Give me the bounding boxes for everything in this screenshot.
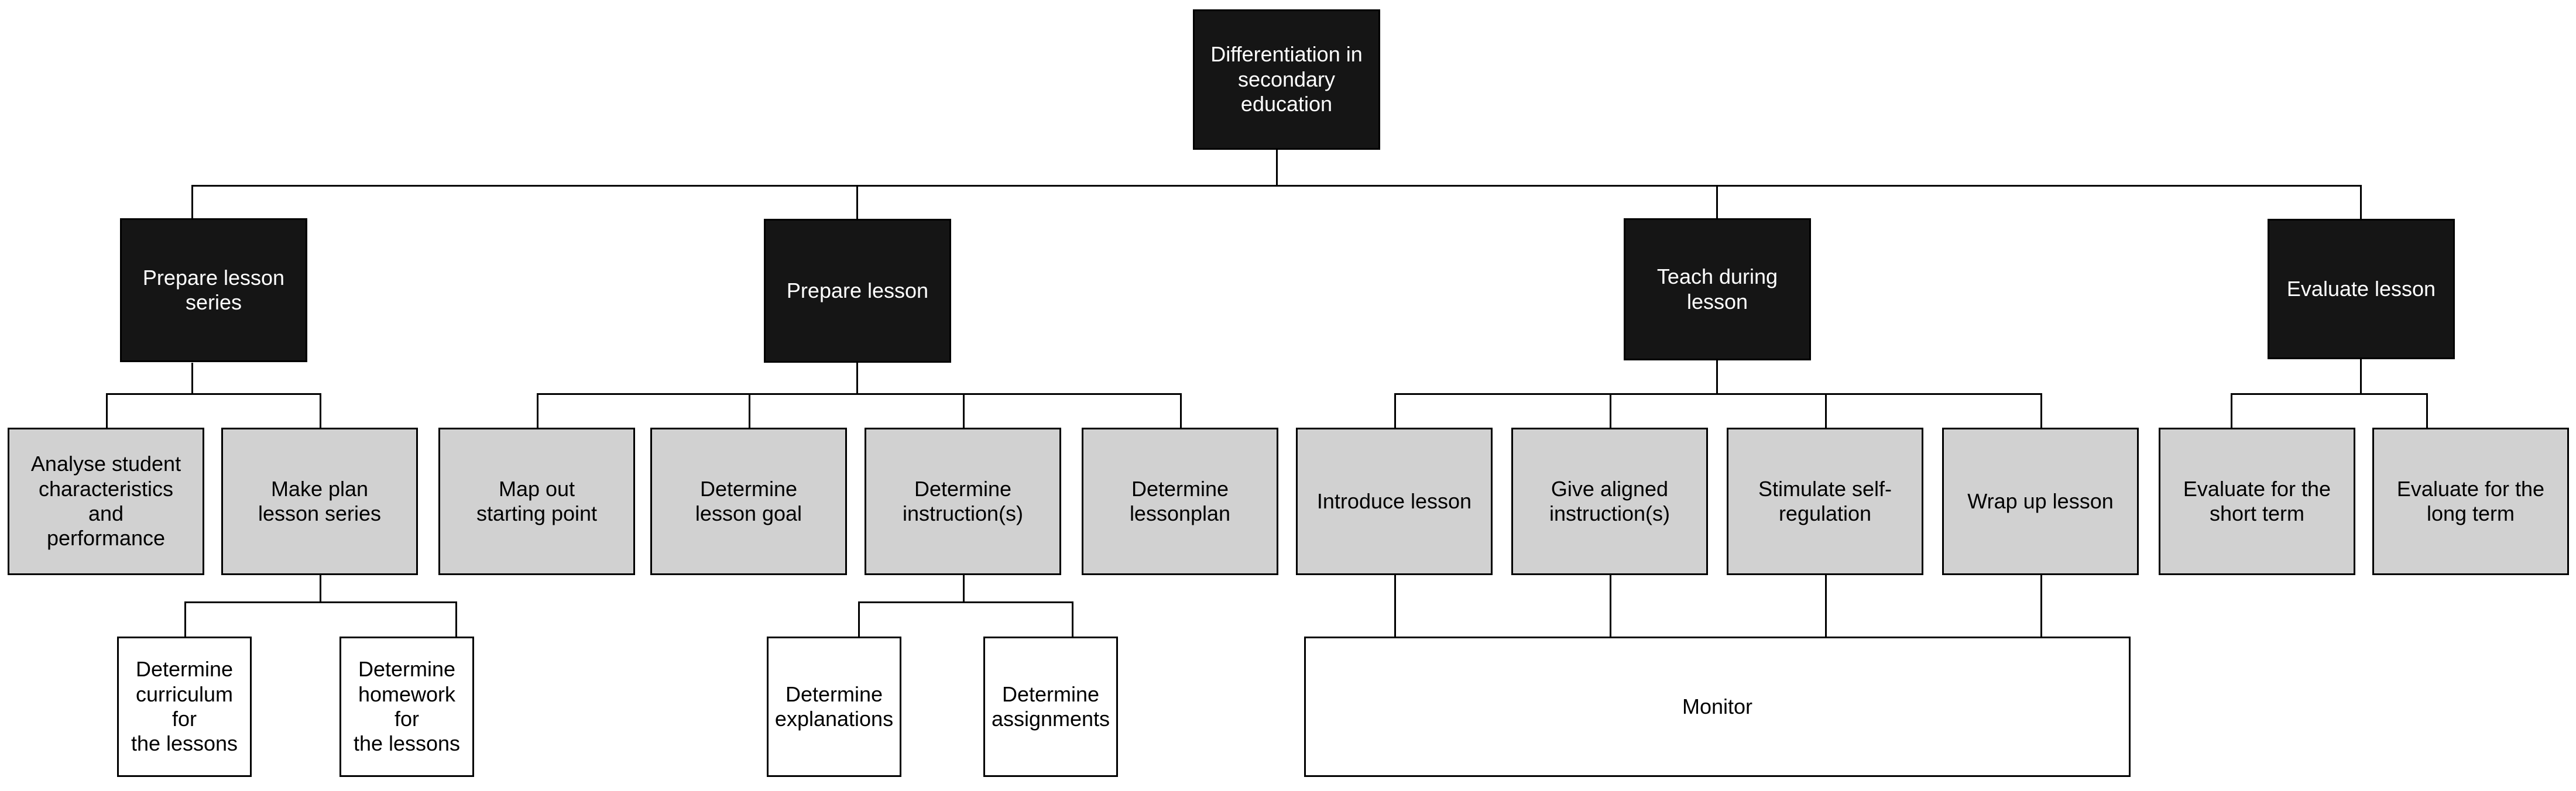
node-determine-curriculum-label: Determine curriculum for the lessons bbox=[131, 657, 238, 756]
node-root[interactable]: Differentiation in secondary education bbox=[1193, 9, 1380, 150]
node-stimulate-self-regulation-label: Stimulate self- regulation bbox=[1758, 476, 1892, 525]
connector-makeplan-drop-2 bbox=[455, 601, 457, 637]
connector-branch3-drop-3 bbox=[1825, 393, 1827, 428]
connector-branch2-stem bbox=[856, 363, 858, 393]
node-teach-during-lesson[interactable]: Teach during lesson bbox=[1624, 218, 1811, 360]
node-monitor[interactable]: Monitor bbox=[1304, 637, 2131, 777]
connector-monitor-drop-1 bbox=[1394, 575, 1396, 637]
node-prepare-lesson-series-label: Prepare lesson series bbox=[142, 265, 285, 314]
connector-branch4-stem bbox=[2360, 359, 2362, 393]
node-evaluate-lesson-label: Evaluate lesson bbox=[2286, 276, 2436, 301]
connector-instructions-bus bbox=[858, 601, 1073, 603]
node-give-aligned-instructions-label: Give aligned instruction(s) bbox=[1549, 476, 1671, 525]
node-evaluate-long-term[interactable]: Evaluate for the long term bbox=[2372, 428, 2569, 575]
node-introduce-lesson[interactable]: Introduce lesson bbox=[1296, 428, 1493, 575]
node-map-out-starting-point[interactable]: Map out starting point bbox=[438, 428, 635, 575]
node-evaluate-long-term-label: Evaluate for the long term bbox=[2396, 476, 2545, 525]
connector-instructions-drop-2 bbox=[1072, 601, 1073, 637]
connector-branch1-stem bbox=[191, 363, 193, 393]
connector-makeplan-bus bbox=[184, 601, 457, 603]
connector-makeplan-drop-1 bbox=[184, 601, 186, 637]
connector-branch2-drop-4 bbox=[1180, 393, 1182, 428]
connector-branch2-drop-3 bbox=[963, 393, 965, 428]
node-determine-explanations-label: Determine explanations bbox=[774, 682, 894, 731]
node-monitor-label: Monitor bbox=[1682, 694, 1753, 718]
node-prepare-lesson-series[interactable]: Prepare lesson series bbox=[120, 218, 307, 362]
connector-branch3-drop-1 bbox=[1394, 393, 1396, 428]
connector-branch1-bus bbox=[106, 393, 321, 395]
connector-branch2-bus bbox=[537, 393, 1182, 395]
connector-branch1-drop-2 bbox=[320, 393, 321, 428]
node-analyse-student-characteristics-label: Analyse student characteristics and perf… bbox=[30, 452, 181, 551]
node-evaluate-short-term[interactable]: Evaluate for the short term bbox=[2159, 428, 2355, 575]
connector-root-stem bbox=[1276, 149, 1278, 186]
connector-branch3-drop-2 bbox=[1610, 393, 1611, 428]
node-determine-instructions-label: Determine instruction(s) bbox=[902, 476, 1024, 525]
connector-branch2-drop-1 bbox=[537, 393, 538, 428]
connector-monitor-drop-3 bbox=[1825, 575, 1827, 637]
connector-level2-drop-1 bbox=[191, 185, 193, 219]
connector-monitor-drop-4 bbox=[2040, 575, 2042, 637]
connector-instructions-stem bbox=[963, 575, 965, 601]
node-give-aligned-instructions[interactable]: Give aligned instruction(s) bbox=[1511, 428, 1708, 575]
node-determine-instructions[interactable]: Determine instruction(s) bbox=[865, 428, 1061, 575]
connector-branch4-drop-2 bbox=[2426, 393, 2428, 428]
node-determine-explanations[interactable]: Determine explanations bbox=[767, 637, 901, 777]
node-make-plan-lesson-series[interactable]: Make plan lesson series bbox=[221, 428, 418, 575]
node-prepare-lesson-label: Prepare lesson bbox=[786, 278, 929, 302]
node-prepare-lesson[interactable]: Prepare lesson bbox=[764, 219, 951, 363]
connector-branch3-drop-4 bbox=[2040, 393, 2042, 428]
node-determine-lesson-goal[interactable]: Determine lesson goal bbox=[650, 428, 847, 575]
node-root-label: Differentiation in secondary education bbox=[1210, 42, 1363, 116]
node-stimulate-self-regulation[interactable]: Stimulate self- regulation bbox=[1727, 428, 1923, 575]
connector-instructions-drop-1 bbox=[858, 601, 860, 637]
connector-level2-drop-4 bbox=[2360, 185, 2362, 219]
connector-branch2-drop-2 bbox=[749, 393, 750, 428]
node-determine-lesson-goal-label: Determine lesson goal bbox=[695, 476, 802, 525]
node-determine-homework-label: Determine homework for the lessons bbox=[353, 657, 461, 756]
node-wrap-up-lesson[interactable]: Wrap up lesson bbox=[1942, 428, 2139, 575]
connector-makeplan-stem bbox=[320, 575, 321, 601]
node-evaluate-short-term-label: Evaluate for the short term bbox=[2183, 476, 2331, 525]
node-make-plan-lesson-series-label: Make plan lesson series bbox=[258, 476, 382, 525]
node-determine-lessonplan[interactable]: Determine lessonplan bbox=[1082, 428, 1278, 575]
node-determine-assignments-label: Determine assignments bbox=[991, 682, 1110, 731]
connector-monitor-drop-2 bbox=[1610, 575, 1611, 637]
node-wrap-up-lesson-label: Wrap up lesson bbox=[1967, 489, 2114, 513]
node-determine-homework[interactable]: Determine homework for the lessons bbox=[339, 637, 474, 777]
node-teach-during-lesson-label: Teach during lesson bbox=[1656, 264, 1778, 314]
node-determine-lessonplan-label: Determine lessonplan bbox=[1129, 476, 1231, 525]
node-map-out-starting-point-label: Map out starting point bbox=[476, 476, 598, 525]
connector-branch1-drop-1 bbox=[106, 393, 108, 428]
connector-branch3-bus bbox=[1394, 393, 2042, 395]
connector-branch4-bus bbox=[2231, 393, 2428, 395]
connector-level2-bus bbox=[191, 185, 2362, 187]
node-evaluate-lesson[interactable]: Evaluate lesson bbox=[2268, 219, 2455, 359]
connector-branch4-drop-1 bbox=[2231, 393, 2232, 428]
connector-level2-drop-2 bbox=[856, 185, 858, 219]
connector-level2-drop-3 bbox=[1716, 185, 1718, 219]
node-determine-curriculum[interactable]: Determine curriculum for the lessons bbox=[117, 637, 252, 777]
node-introduce-lesson-label: Introduce lesson bbox=[1316, 489, 1472, 513]
connector-branch3-stem bbox=[1716, 360, 1718, 393]
node-analyse-student-characteristics[interactable]: Analyse student characteristics and perf… bbox=[8, 428, 204, 575]
node-determine-assignments[interactable]: Determine assignments bbox=[983, 637, 1118, 777]
